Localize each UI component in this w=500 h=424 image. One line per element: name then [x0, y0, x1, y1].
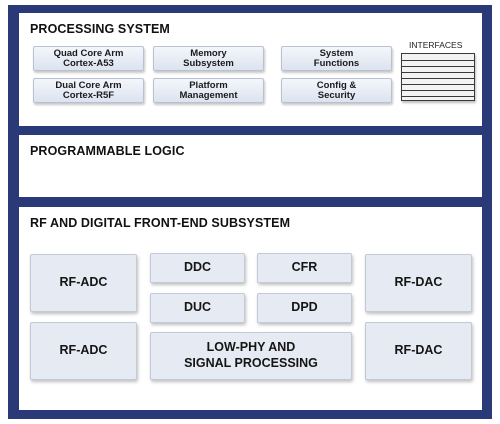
interfaces-stack	[401, 53, 475, 101]
dual-core-arm-label: Dual Core Arm Cortex-R5F	[55, 79, 122, 101]
rf-dac-block-bottom: RF-DAC	[365, 322, 472, 380]
platform-management-block: Platform Management	[153, 78, 264, 103]
config-security-block: Config & Security	[281, 78, 392, 103]
dual-core-arm-block: Dual Core Arm Cortex-R5F	[33, 78, 144, 103]
interface-divider	[402, 60, 474, 61]
soc-block-diagram: PROCESSING SYSTEM Quad Core Arm Cortex-A…	[8, 5, 492, 419]
system-functions-block: System Functions	[281, 46, 392, 71]
ddc-label: DDC	[183, 260, 212, 275]
rf-adc-label: RF-ADC	[59, 275, 108, 290]
interface-divider	[402, 96, 474, 97]
processing-system-title: PROCESSING SYSTEM	[30, 22, 170, 36]
config-security-label: Config & Security	[316, 79, 357, 101]
cfr-label: CFR	[291, 260, 318, 275]
interface-divider	[402, 66, 474, 67]
system-functions-label: System Functions	[313, 47, 360, 69]
processing-system-panel: PROCESSING SYSTEM Quad Core Arm Cortex-A…	[19, 13, 482, 126]
low-phy-signal-processing-block: LOW-PHY AND SIGNAL PROCESSING	[150, 332, 352, 380]
low-phy-label: LOW-PHY AND SIGNAL PROCESSING	[184, 340, 318, 370]
rf-subsystem-title: RF AND DIGITAL FRONT-END SUBSYSTEM	[30, 216, 291, 230]
programmable-logic-title: PROGRAMMABLE LOGIC	[30, 144, 185, 158]
rf-subsystem-panel: RF AND DIGITAL FRONT-END SUBSYSTEM RF-AD…	[19, 207, 482, 410]
ddc-block: DDC	[150, 253, 245, 283]
rf-adc-block-top: RF-ADC	[30, 254, 137, 312]
memory-subsystem-label: Memory Subsystem	[183, 47, 234, 69]
cfr-block: CFR	[257, 253, 352, 283]
quad-core-arm-label: Quad Core Arm Cortex-A53	[53, 47, 124, 69]
programmable-logic-panel: PROGRAMMABLE LOGIC	[19, 135, 482, 197]
duc-block: DUC	[150, 293, 245, 323]
quad-core-arm-block: Quad Core Arm Cortex-A53	[33, 46, 144, 71]
dpd-block: DPD	[257, 293, 352, 323]
interface-divider	[402, 78, 474, 79]
dpd-label: DPD	[291, 300, 318, 315]
interface-divider	[402, 84, 474, 85]
rf-dac-label: RF-DAC	[394, 275, 443, 290]
platform-management-label: Platform Management	[179, 79, 238, 101]
rf-dac-block-top: RF-DAC	[365, 254, 472, 312]
duc-label: DUC	[183, 300, 212, 315]
interface-divider	[402, 72, 474, 73]
memory-subsystem-block: Memory Subsystem	[153, 46, 264, 71]
rf-dac-label: RF-DAC	[394, 343, 443, 358]
rf-adc-label: RF-ADC	[59, 343, 108, 358]
interface-divider	[402, 90, 474, 91]
interfaces-label: INTERFACES	[409, 40, 463, 50]
rf-adc-block-bottom: RF-ADC	[30, 322, 137, 380]
